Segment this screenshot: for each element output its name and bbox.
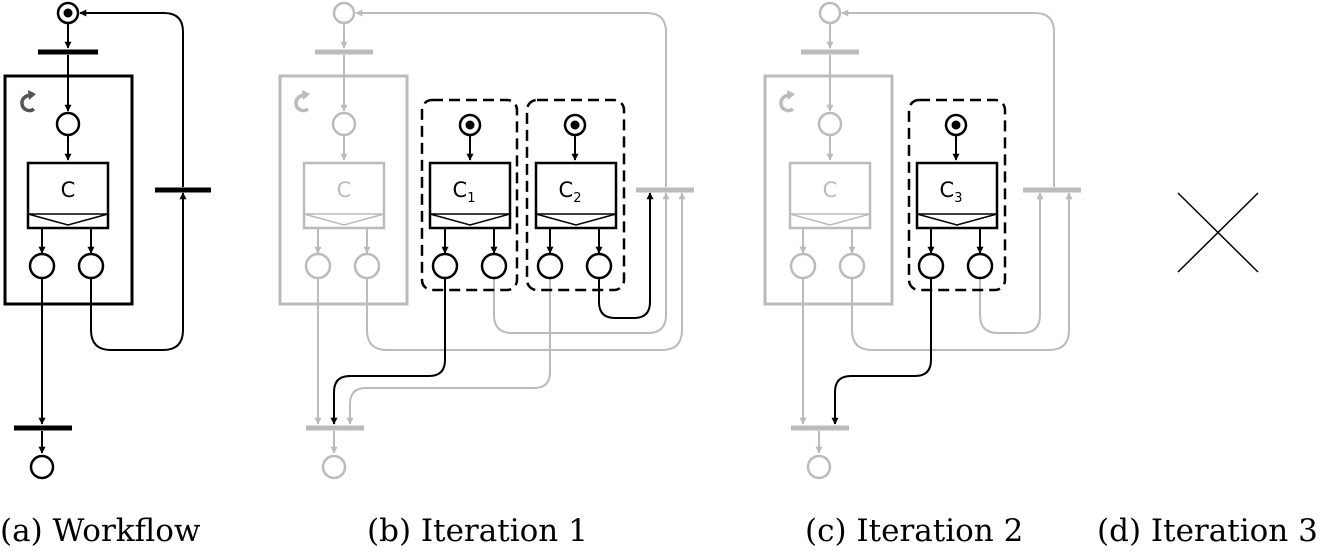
component-c2-label: C2 [559, 178, 582, 206]
caption-d: (d) Iteration 3 [1097, 513, 1318, 549]
panel-b-iteration-1: C C1 [278, 1, 694, 480]
place-input [55, 111, 81, 137]
loop-icon [20, 90, 36, 113]
instance-c1 [330, 98, 519, 425]
panel-d-cross-mark [1177, 192, 1259, 273]
component-c-label-gray-2: C [823, 178, 838, 202]
caption-b: (b) Iteration 1 [367, 513, 588, 549]
caption-c: (c) Iteration 2 [805, 513, 1023, 549]
place-output-2 [77, 252, 105, 280]
component-c-label: C [61, 178, 76, 202]
panel-c-iteration-2: C C3 [763, 1, 1081, 480]
component-c-label-gray: C [337, 178, 352, 202]
end-place [29, 454, 55, 480]
component-c1-label: C1 [453, 178, 476, 206]
panel-a-workflow: C [3, 1, 211, 480]
place-output-1 [28, 252, 56, 280]
instance-c3 [831, 98, 1007, 425]
instance-c2 [525, 98, 654, 319]
component-c3-label: C3 [940, 178, 963, 206]
start-token [63, 8, 73, 18]
caption-a: (a) Workflow [0, 513, 201, 549]
